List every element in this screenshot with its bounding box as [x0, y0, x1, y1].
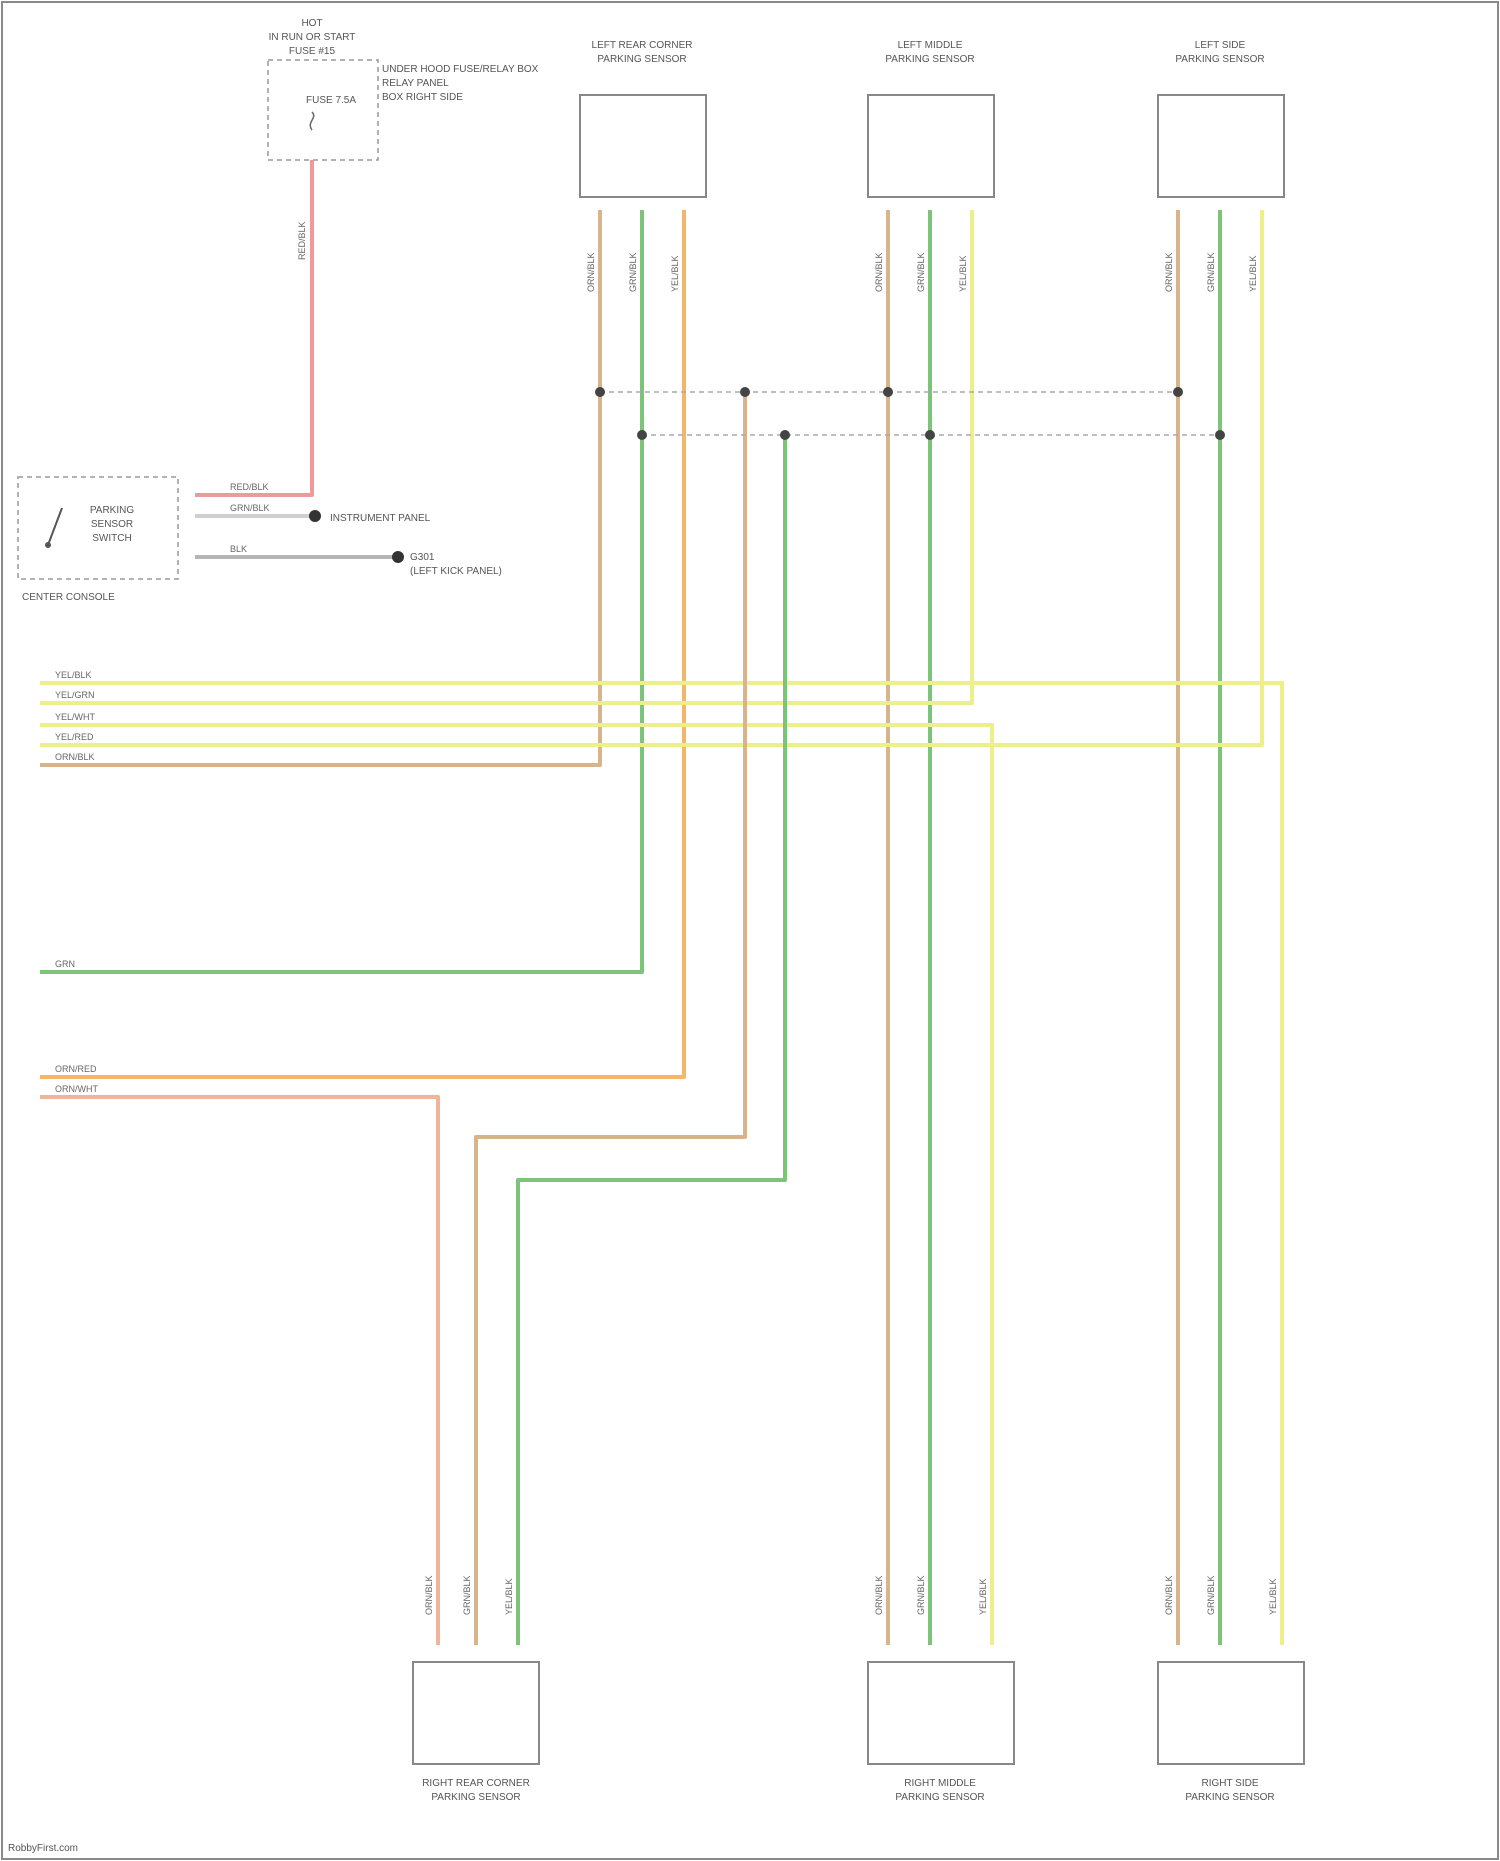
bl-wire-3: YEL/BLK: [504, 1578, 514, 1615]
br-wire-2: GRN/BLK: [1206, 1575, 1216, 1615]
lc-wire-3: YEL/WHT: [55, 712, 96, 722]
splice-dot: [1173, 387, 1183, 397]
lc-wire-2: YEL/GRN: [55, 690, 95, 700]
tl-wire-1: ORN/BLK: [586, 252, 596, 292]
wires: [40, 160, 1282, 1645]
fuse-icon: [310, 112, 313, 130]
splice-dot: [780, 430, 790, 440]
switch-caption: CENTER CONSOLE: [22, 592, 115, 603]
splice-dot: [883, 387, 893, 397]
switch-ground-sub: (LEFT KICK PANEL): [410, 566, 502, 577]
tr-sensor-box: [1158, 95, 1284, 197]
bl-sensor-box: [413, 1662, 539, 1764]
tl-title-2: PARKING SENSOR: [597, 54, 686, 65]
switch-title-3: SWITCH: [92, 533, 131, 544]
lc-wire-7: ORN/RED: [55, 1064, 97, 1074]
tm-sensor-box: [868, 95, 994, 197]
tm-wire-2: GRN/BLK: [916, 252, 926, 292]
lc-wire-6: GRN: [55, 959, 75, 969]
wire-tl-yellow: [40, 210, 684, 1077]
fuse-block: HOT IN RUN OR START FUSE #15 FUSE 7.5A U…: [268, 18, 539, 260]
splice-dot: [740, 387, 750, 397]
wire-tm-yellow: [40, 210, 972, 703]
splice-dot: [1215, 430, 1225, 440]
fuse-label: FUSE 7.5A: [306, 95, 356, 106]
bl-wire-1: ORN/BLK: [424, 1575, 434, 1615]
tr-wire-3: YEL/BLK: [1248, 255, 1258, 292]
splice-dot: [637, 430, 647, 440]
switch-title-2: SENSOR: [91, 519, 133, 530]
tr-title-1: LEFT SIDE: [1195, 40, 1246, 51]
fuse-wire-label: RED/BLK: [297, 221, 307, 260]
feed-dot: [309, 510, 321, 522]
splice-dots: [309, 387, 1225, 563]
splice-dot: [925, 430, 935, 440]
left-connector: YEL/BLK YEL/GRN YEL/WHT YEL/RED ORN/BLK …: [55, 670, 98, 1094]
tl-title-1: LEFT REAR CORNER: [592, 40, 693, 51]
lc-wire-1: YEL/BLK: [55, 670, 92, 680]
br-title-1: RIGHT SIDE: [1201, 1778, 1258, 1789]
ground-dot: [392, 551, 404, 563]
switch-feed-note: INSTRUMENT PANEL: [330, 513, 431, 524]
bm-wire-3: YEL/BLK: [978, 1578, 988, 1615]
bm-sensor-box: [868, 1662, 1014, 1764]
fuse-note-2: RELAY PANEL: [382, 78, 449, 89]
fuse-title-3: FUSE #15: [289, 46, 336, 57]
br-wire-3: YEL/BLK: [1268, 1578, 1278, 1615]
switch-pivot: [45, 542, 51, 548]
bm-wire-1: ORN/BLK: [874, 1575, 884, 1615]
bl-title-2: PARKING SENSOR: [431, 1792, 520, 1803]
wire-bus-1: [40, 683, 1282, 1645]
br-title-2: PARKING SENSOR: [1185, 1792, 1274, 1803]
splice-dot: [595, 387, 605, 397]
wire-tr-yellow: [40, 210, 1262, 745]
br-wire-1: ORN/BLK: [1164, 1575, 1174, 1615]
tl-wire-2: GRN/BLK: [628, 252, 638, 292]
lc-wire-5: ORN/BLK: [55, 752, 95, 762]
bl-title-1: RIGHT REAR CORNER: [422, 1778, 530, 1789]
bm-title-1: RIGHT MIDDLE: [904, 1778, 976, 1789]
switch-wire-2: GRN/BLK: [230, 503, 270, 513]
lc-wire-8: ORN/WHT: [55, 1084, 98, 1094]
fuse-title-2: IN RUN OR START: [269, 32, 356, 43]
bm-wire-2: GRN/BLK: [916, 1575, 926, 1615]
br-sensor-box: [1158, 1662, 1304, 1764]
lc-wire-4: YEL/RED: [55, 732, 94, 742]
tm-title-2: PARKING SENSOR: [885, 54, 974, 65]
tm-wire-1: ORN/BLK: [874, 252, 884, 292]
switch-wire-3: BLK: [230, 544, 247, 554]
switch-title-1: PARKING: [90, 505, 134, 516]
fuse-note-3: BOX RIGHT SIDE: [382, 92, 463, 103]
wire-fuse-feed: [195, 160, 312, 495]
bm-title-2: PARKING SENSOR: [895, 1792, 984, 1803]
switch-ground-note: G301: [410, 552, 435, 563]
bl-wire-2: GRN/BLK: [462, 1575, 472, 1615]
fuse-box: [268, 60, 378, 160]
tl-wire-3: YEL/BLK: [670, 255, 680, 292]
tr-title-2: PARKING SENSOR: [1175, 54, 1264, 65]
wire-bl-salmon: [40, 1097, 438, 1645]
tr-wire-2: GRN/BLK: [1206, 252, 1216, 292]
tm-wire-3: YEL/BLK: [958, 255, 968, 292]
wire-tl-green: [40, 210, 642, 972]
fuse-note-1: UNDER HOOD FUSE/RELAY BOX: [382, 64, 539, 75]
fuse-title-1: HOT: [301, 18, 322, 29]
tr-wire-1: ORN/BLK: [1164, 252, 1174, 292]
footer-watermark: RobbyFirst.com: [8, 1843, 78, 1854]
tm-title-1: LEFT MIDDLE: [898, 40, 963, 51]
switch-wire-1: RED/BLK: [230, 482, 269, 492]
tl-sensor-box: [580, 95, 706, 197]
